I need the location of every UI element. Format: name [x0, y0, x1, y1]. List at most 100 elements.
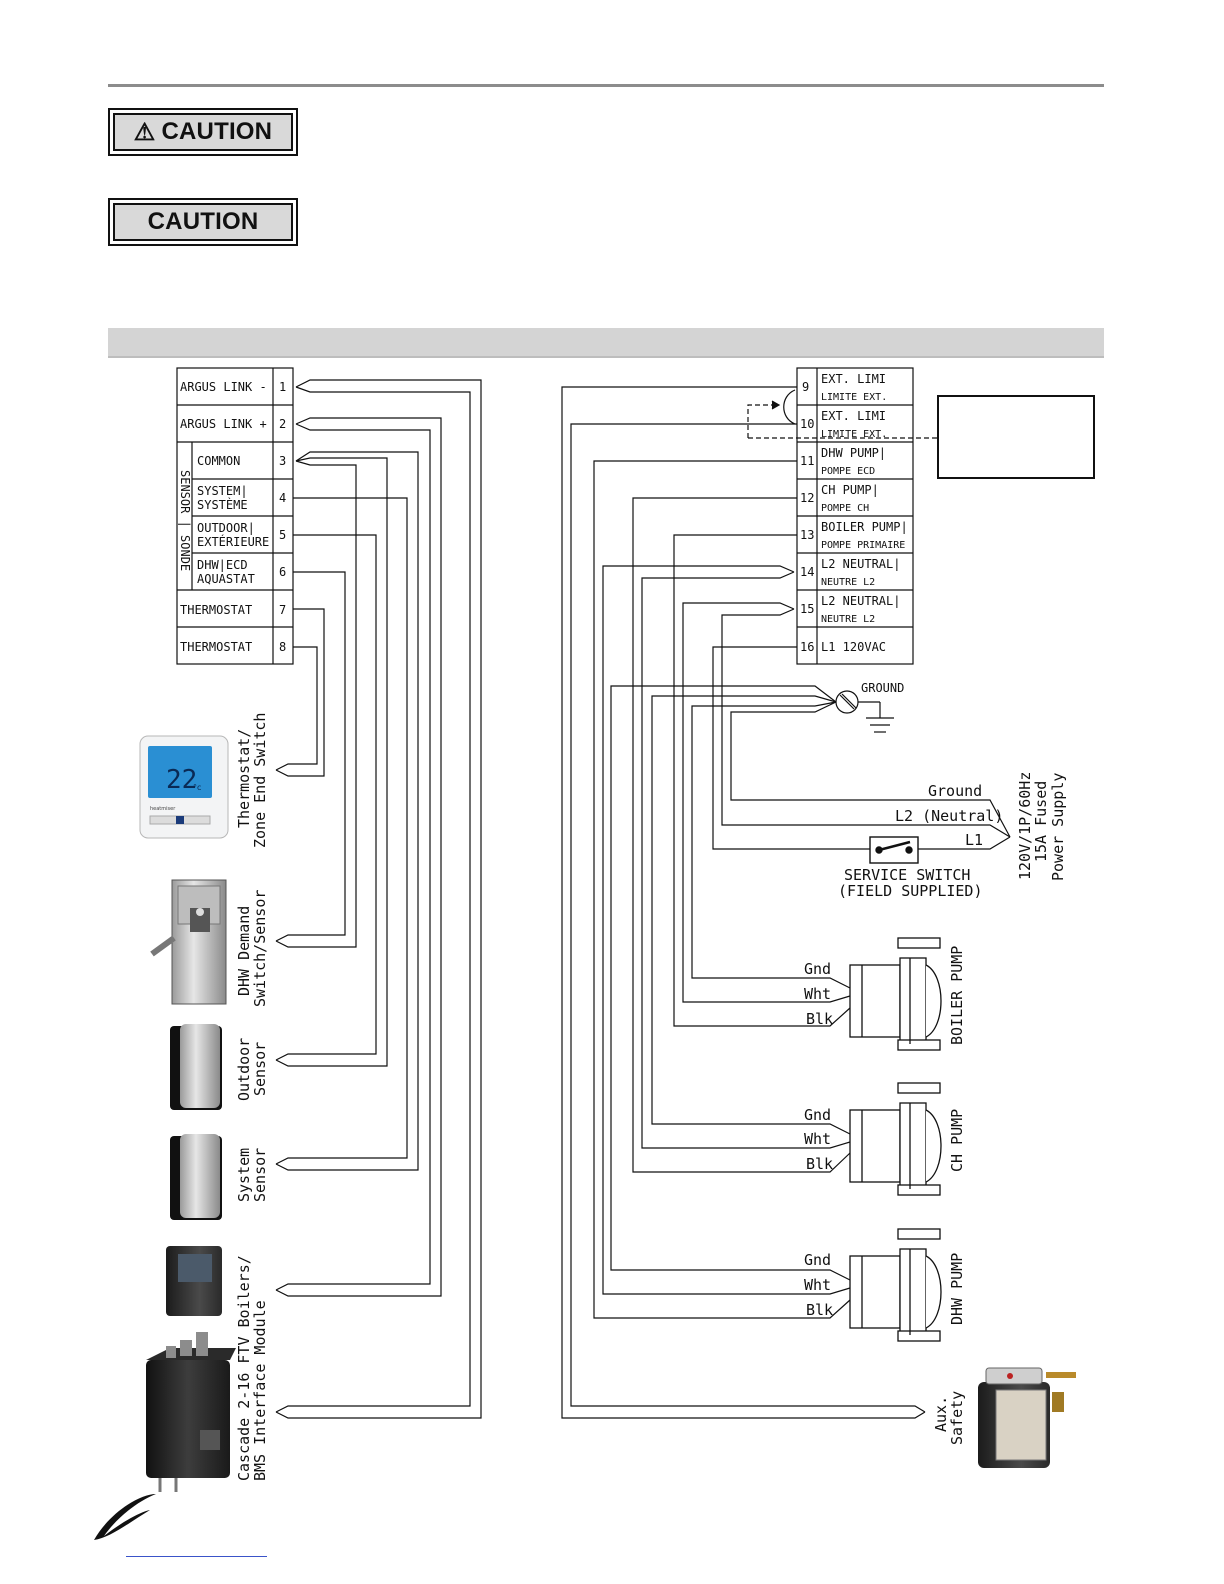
pump-name: CH PUMP	[948, 1109, 966, 1172]
terminal-13-number: 13	[800, 528, 814, 542]
device-label-thermostat-line1: Thermostat/	[235, 729, 253, 828]
terminal-10-label: EXT. LIMI	[821, 409, 886, 423]
supply-line-label: L1	[965, 831, 983, 849]
aux-safety-device-image	[978, 1367, 1076, 1468]
aux-safety-line1: Aux.	[932, 1396, 950, 1432]
terminal-15-label-fr: NEUTRE L2	[821, 614, 875, 625]
terminal-4-number: 4	[279, 491, 286, 505]
device-label-system-line2: Sensor	[251, 1148, 269, 1202]
device-label-outdoor-line1: Outdoor	[235, 1038, 253, 1101]
pump-wire-blk: Blk	[806, 1010, 833, 1028]
terminal-9-label-fr: LIMITE EXT.	[821, 392, 887, 403]
device-label-outdoor-line2: Sensor	[251, 1042, 269, 1096]
note-box	[937, 395, 1095, 479]
pump-name: DHW PUMP	[948, 1253, 966, 1325]
pump-wire-gnd: Gnd	[804, 960, 831, 978]
caution-text: CAUTION	[147, 208, 259, 235]
pump-wire-wht: Wht	[804, 1130, 831, 1148]
terminal-2-label: ARGUS LINK +	[180, 417, 267, 431]
system-sensor-image	[170, 1134, 222, 1220]
service-switch-sublabel: (FIELD SUPPLIED)	[838, 882, 983, 900]
terminal-8-label: THERMOSTAT	[180, 640, 252, 654]
cascade-boiler-image	[146, 1332, 236, 1492]
pump-wire-gnd: Gnd	[804, 1106, 831, 1124]
terminal-12-number: 12	[800, 491, 814, 505]
dhw-aquastat-image	[150, 879, 227, 1005]
pump-wire-blk: Blk	[806, 1301, 833, 1319]
device-label-dhw-line2: Switch/Sensor	[251, 890, 269, 1007]
left-wiring	[275, 379, 482, 1419]
thermostat-temperature: 22	[166, 765, 197, 795]
power-supply-line1: 120V/1P/60Hz	[1016, 772, 1034, 880]
terminal-11-label: DHW PUMP|	[821, 446, 886, 460]
terminal-7-label: THERMOSTAT	[180, 603, 252, 617]
supply-ground-label: Ground	[928, 782, 982, 800]
terminal-6-label: DHW|ECD	[197, 558, 248, 572]
terminal-10-label-fr: LIMITE EXT.	[821, 429, 887, 440]
outdoor-sensor-image	[170, 1024, 222, 1110]
thermostat-image: 22 °c heatmiser	[139, 735, 229, 839]
pump-wire-blk: Blk	[806, 1155, 833, 1173]
boiler-pump: Gnd Wht Blk BOILER PUMP	[804, 937, 966, 1051]
terminal-16-number: 16	[800, 640, 814, 654]
pump-name: BOILER PUMP	[948, 946, 966, 1045]
terminal-9-label: EXT. LIMI	[821, 372, 886, 386]
terminal-4-label: SYSTEM|	[197, 484, 248, 498]
terminal-1-label: ARGUS LINK -	[180, 380, 267, 394]
terminal-13-label: BOILER PUMP|	[821, 520, 908, 534]
device-label-system-line1: System	[235, 1148, 253, 1202]
device-label-thermostat-line2: Zone End Switch	[251, 713, 269, 848]
device-label-cascade-line1: Cascade 2-16 FTV Boilers/	[235, 1255, 253, 1481]
ground-symbol	[835, 690, 894, 733]
left-terminal-block	[176, 367, 294, 665]
left-device-labels: Thermostat/ Zone End Switch DHW Demand S…	[235, 713, 269, 1481]
terminal-12-label: CH PUMP|	[821, 483, 879, 497]
thermostat-brand: heatmiser	[150, 806, 176, 812]
top-rule	[108, 84, 1104, 87]
terminal-15-label: L2 NEUTRAL|	[821, 594, 900, 608]
aux-safety: Aux. Safety	[932, 1367, 1076, 1468]
pump-wire-wht: Wht	[804, 985, 831, 1003]
service-switch	[869, 836, 919, 864]
terminal-2-number: 2	[279, 417, 286, 431]
terminal-6-label-fr: AQUASTAT	[197, 572, 255, 586]
brand-logo-icon	[94, 1494, 156, 1540]
footer-link-underline[interactable]	[126, 1556, 267, 1557]
power-supply-line2: 15A Fused	[1032, 781, 1050, 862]
ch-pump: Gnd Wht Blk CH PUMP	[804, 1082, 966, 1196]
device-label-dhw-line1: DHW Demand	[235, 906, 253, 996]
right-wiring	[561, 386, 1011, 1419]
caution-text: CAUTION	[161, 118, 273, 145]
service-switch-label: SERVICE SWITCH	[844, 866, 970, 884]
terminal-4-label-fr: SYSTÈME	[197, 497, 248, 512]
terminal-6-number: 6	[279, 565, 286, 579]
terminal-5-label: OUTDOOR|	[197, 521, 255, 535]
terminal-14-number: 14	[800, 565, 814, 579]
terminal-15-number: 15	[800, 602, 814, 616]
terminal-11-label-fr: POMPE ECD	[821, 466, 875, 477]
terminal-14-label: L2 NEUTRAL|	[821, 557, 900, 571]
terminal-7-number: 7	[279, 603, 286, 617]
aux-safety-line2: Safety	[948, 1391, 966, 1445]
section-header-band	[108, 328, 1104, 358]
terminal-12-label-fr: POMPE CH	[821, 503, 869, 514]
terminal-3-number: 3	[279, 454, 286, 468]
power-supply-line3: Power Supply	[1049, 773, 1067, 881]
pump-wire-wht: Wht	[804, 1276, 831, 1294]
right-terminal-block	[796, 367, 914, 665]
terminal-16-label: L1 120VAC	[821, 640, 886, 654]
caution-label: CAUTION	[108, 198, 298, 246]
sensor-group-label: SENSOR | SONDE	[178, 470, 192, 571]
terminal-9-10-jumper	[747, 389, 938, 439]
terminal-8-number: 8	[279, 640, 286, 654]
caution-label-warning: ⚠CAUTION	[108, 108, 298, 156]
terminal-5-number: 5	[279, 528, 286, 542]
supply-neutral-label: L2 (Neutral)	[895, 807, 1003, 825]
device-label-cascade-line2: BMS Interface Module	[251, 1300, 269, 1481]
bms-module-image	[166, 1246, 222, 1316]
left-terminal-labels: ARGUS LINK - ARGUS LINK + COMMON SYSTEM|…	[178, 380, 286, 654]
terminal-9-number: 9	[802, 380, 809, 394]
dhw-pump: Gnd Wht Blk DHW PUMP	[804, 1228, 966, 1342]
terminal-13-label-fr: POMPE PRIMAIRE	[821, 540, 905, 551]
